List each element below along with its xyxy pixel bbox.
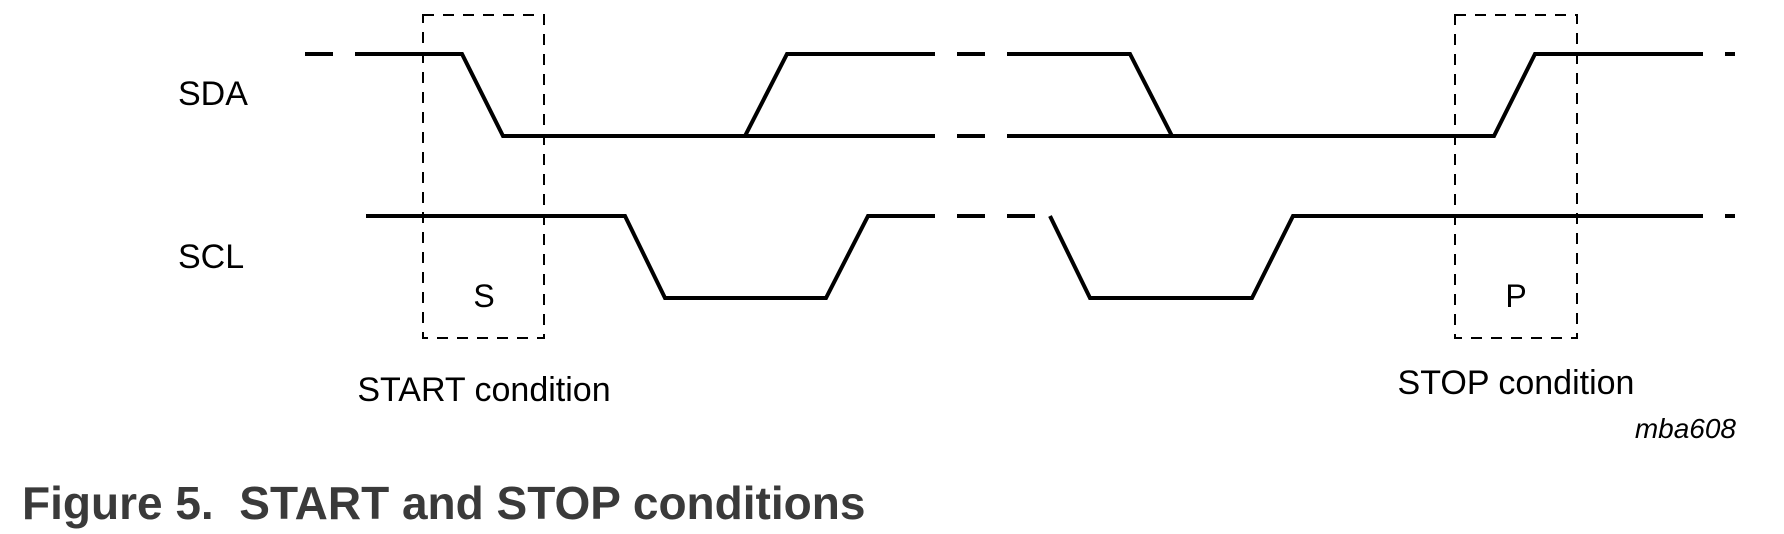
- start-condition-label: START condition: [357, 371, 610, 409]
- scl-waveform: [366, 214, 1735, 300]
- sda-label: SDA: [178, 75, 248, 113]
- stop-marker: P: [1505, 278, 1526, 314]
- scl-first-pulse: [366, 214, 907, 300]
- scl-label: SCL: [178, 238, 244, 276]
- sda-high-transition: [743, 52, 907, 137]
- reference-code: mba608: [1635, 413, 1737, 444]
- start-marker: S: [473, 278, 494, 314]
- sda-waveform: [305, 52, 1735, 138]
- sda-start-falling-edge: [375, 52, 745, 138]
- scl-second-pulse: [1048, 214, 1675, 300]
- figure-caption: Figure 5. START and STOP conditions: [22, 477, 865, 529]
- sda-stop-rising-edge: [1172, 52, 1675, 138]
- stop-condition-label: STOP condition: [1398, 364, 1635, 402]
- start-condition-box: [422, 14, 545, 339]
- stop-condition-box: [1454, 14, 1578, 339]
- sda-falling-transition: [1010, 52, 1174, 137]
